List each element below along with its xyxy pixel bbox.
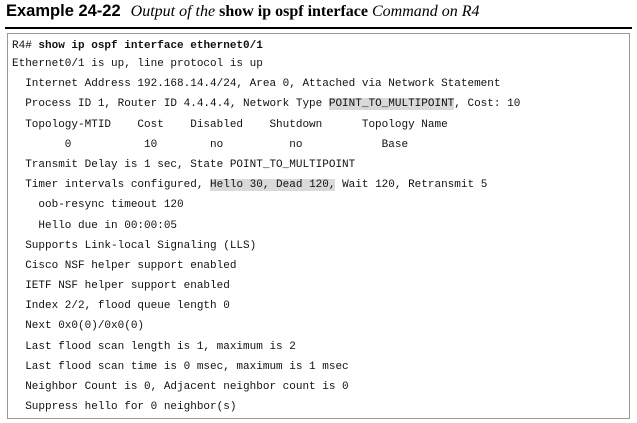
command-output: R4# show ip ospf interface ethernet0/1 E… [12,38,520,417]
example-caption: Example 24-22 Output of the show ip ospf … [6,2,632,24]
output-line: Internet Address 192.168.14.4/24, Area 0… [12,78,501,91]
output-line: Last flood scan time is 0 msec, maximum … [12,360,349,373]
caption-text-1: Output of the [130,3,216,20]
example-number: Example 24-22 [6,2,121,20]
output-text: Timer intervals configured, [12,179,211,192]
command-line: R4# show ip ospf interface ethernet0/1 [12,38,520,54]
output-line: Neighbor Count is 0, Adjacent neighbor c… [12,381,349,393]
output-line: Next 0x0(0)/0x0(0) [12,320,145,333]
cli-command: show ip ospf interface ethernet0/1 [38,40,263,52]
output-text: , Cost: 10 [454,98,521,111]
output-line: Ethernet0/1 is up, line protocol is up [12,58,263,70]
output-line: Hello due in 00:00:05 [12,219,178,232]
output-line: Process ID 1, Router ID 4.4.4.4, Network… [12,94,520,114]
output-text: Process ID 1, Router ID 4.4.4.4, Network… [12,98,329,111]
output-line: Transmit Delay is 1 sec, State POINT_TO_… [12,158,356,171]
caption-rule [5,27,632,29]
caption-text-2: Command on R4 [371,3,480,20]
output-line: oob-resync timeout 120 [12,199,184,212]
output-line: Timer intervals configured, Hello 30, De… [12,175,520,195]
highlighted-value: Hello 30, Dead 120, [210,179,336,192]
code-listing-box [7,33,630,419]
highlighted-value: POINT_TO_MULTIPOINT [328,98,455,111]
output-line: 0 10 no no Base [12,138,409,151]
output-line: Cisco NSF helper support enabled [12,259,237,272]
output-line: Topology-MTID Cost Disabled Shutdown Top… [12,118,448,131]
output-line: Last flood scan length is 1, maximum is … [12,340,296,353]
output-text: Wait 120, Retransmit 5 [335,179,488,192]
output-line: Supports Link-local Signaling (LLS) [12,239,257,252]
output-line: IETF NSF helper support enabled [12,280,230,293]
output-line: Index 2/2, flood queue length 0 [12,300,230,313]
caption-command: show ip ospf interface [219,3,368,20]
output-line: Suppress hello for 0 neighbor(s) [12,401,237,414]
cli-prompt: R4# [12,40,32,52]
